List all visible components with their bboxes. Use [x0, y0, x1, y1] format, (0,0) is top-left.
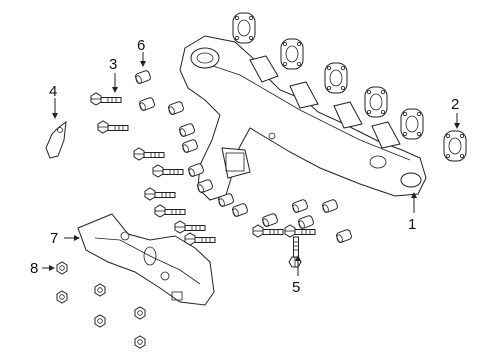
gasket-2: [280, 38, 304, 70]
heat-shield: [77, 213, 215, 306]
callout-1: 1: [408, 216, 416, 233]
callout-2: 2: [451, 96, 459, 113]
callout-7: 7: [50, 230, 58, 247]
gasket-4: [364, 86, 388, 118]
leader-lines: [42, 52, 460, 276]
gasket-1: [232, 12, 256, 44]
callout-6: 6: [137, 37, 145, 54]
callout-4: 4: [49, 83, 57, 100]
gasket-5: [400, 108, 424, 140]
nuts: [56, 261, 146, 349]
gasket-3: [324, 62, 348, 94]
callout-8: 8: [30, 260, 38, 277]
callout-5: 5: [292, 279, 300, 296]
callout-3: 3: [109, 56, 117, 73]
exhaust-manifold: [179, 35, 427, 201]
gasket-6: [443, 130, 467, 162]
stud-clip: [45, 120, 67, 159]
